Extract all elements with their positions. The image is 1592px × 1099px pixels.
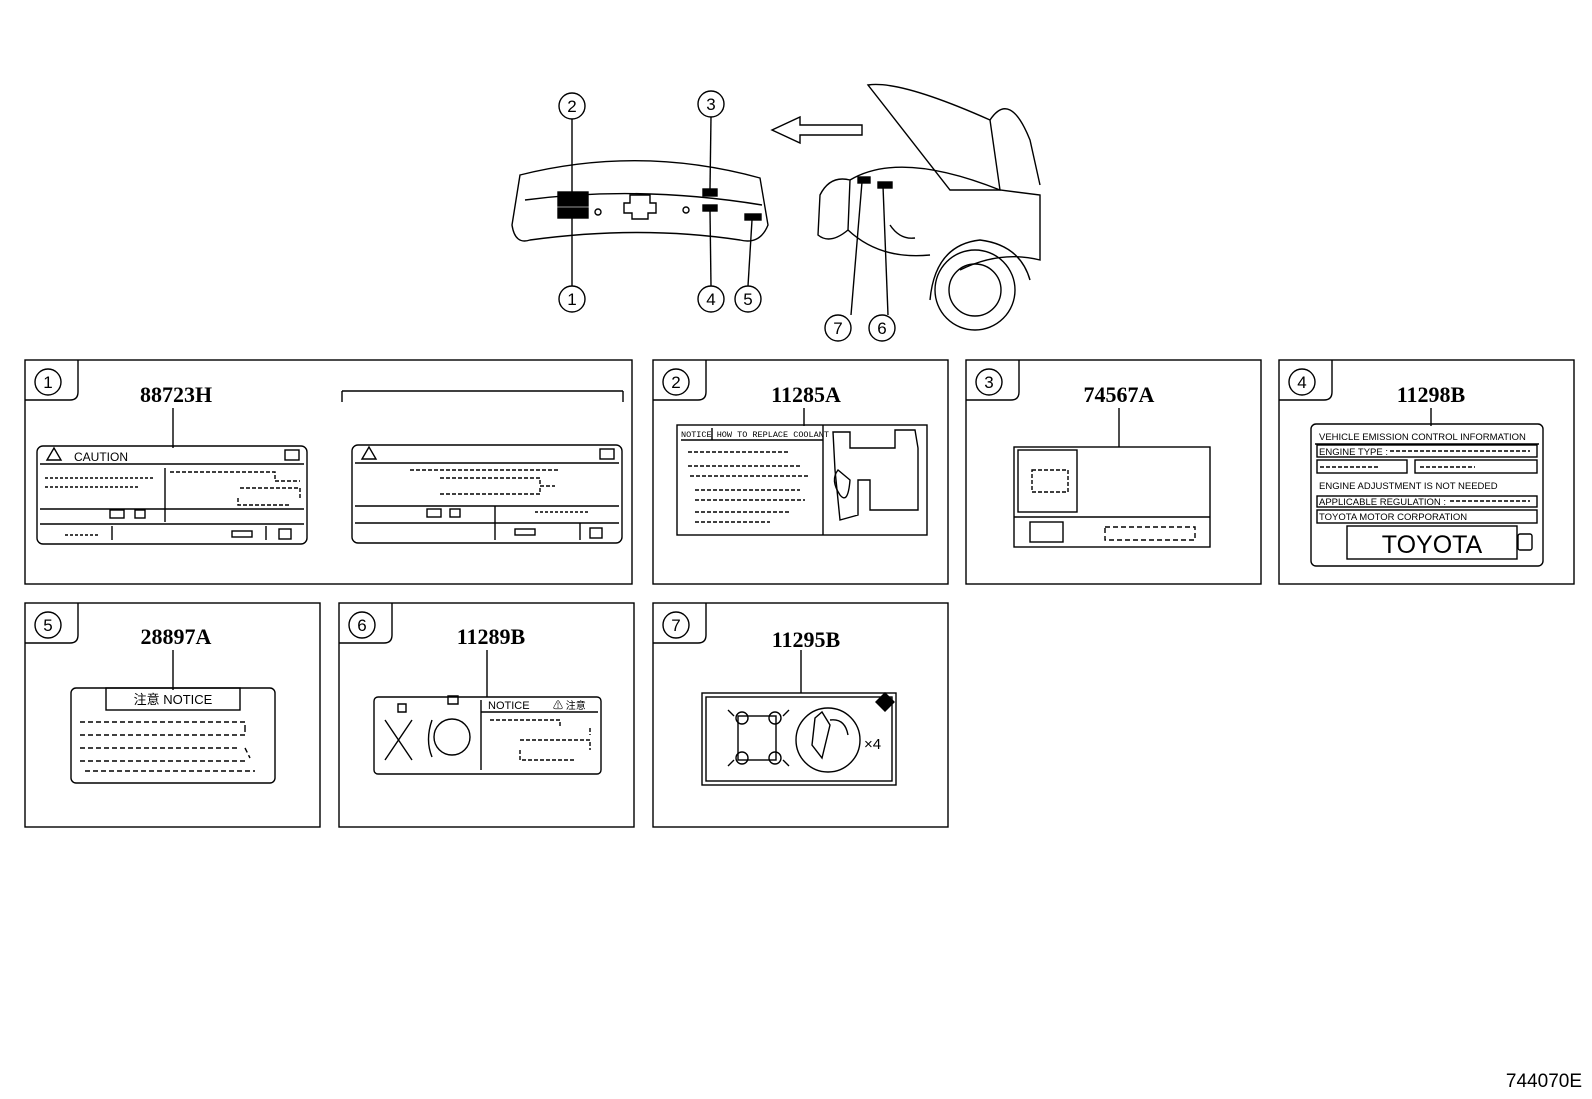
vehicle-front-illustration [817,83,1041,331]
caution-text: CAUTION [74,450,128,464]
panel-4-part-number: 11298B [1397,382,1466,407]
panel-2-part-number: 11285A [771,382,841,407]
callout-1: 1 [567,290,576,309]
panel-5-part-number: 28897A [141,624,212,649]
spec-label [1013,446,1211,548]
coolant-heading: NOTICE HOW TO REPLACE COOLANT [681,430,829,440]
callout-2: 2 [567,97,576,116]
panel-6-index: 6 [357,616,366,635]
panel-6-part-number: 11289B [457,624,526,649]
callout-3: 3 [706,95,715,114]
panel-1-frame [24,359,633,585]
panel-2-frame [652,359,949,585]
tightening-label [701,692,897,786]
caution-label-right [351,444,623,544]
panel-4-index: 4 [1297,373,1306,392]
panel-5-frame [24,602,321,828]
callout-7: 7 [833,319,842,338]
notice-jp-short: ⚠ 注意 [553,699,586,712]
panel-3-index: 3 [984,373,993,392]
notice-label-jp [70,687,276,784]
panel-6-frame [338,602,635,828]
radiator-support-illustration [511,160,769,242]
emission-corporation: TOYOTA MOTOR CORPORATION [1319,512,1467,523]
notice-jp-text: 注意 NOTICE [134,692,213,707]
diagram-code: 744070E [1505,1071,1582,1092]
panel-3-part-number: 74567A [1084,382,1155,407]
overview-callouts [558,90,896,342]
panel-7-frame [652,602,949,828]
panel-1-index: 1 [43,373,52,392]
coolant-label [676,424,928,536]
emission-regulation: APPLICABLE REGULATION : [1319,497,1446,508]
callout-4: 4 [706,290,715,309]
panel-5-index: 5 [43,616,52,635]
direction-arrow [770,115,863,145]
emission-adjustment: ENGINE ADJUSTMENT IS NOT NEEDED [1319,481,1498,492]
emission-label [1310,423,1544,567]
panel-2-index: 2 [671,373,680,392]
notice-label-injector [373,695,602,775]
times-four-text: ×4 [864,736,881,753]
emission-title: VEHICLE EMISSION CONTROL INFORMATION [1319,432,1526,443]
panel-4-frame [1278,359,1575,585]
toyota-brand: TOYOTA [1382,531,1483,559]
panel-7-index: 7 [671,616,680,635]
callout-5: 5 [743,290,752,309]
callout-6: 6 [877,319,886,338]
notice-text: NOTICE [488,700,530,712]
panel-3-frame [965,359,1262,585]
emission-engine-type: ENGINE TYPE : [1319,447,1388,458]
caution-label-left [36,445,308,545]
panel-1-part-number: 88723H [140,382,212,407]
panel-7-part-number: 11295B [772,627,841,652]
